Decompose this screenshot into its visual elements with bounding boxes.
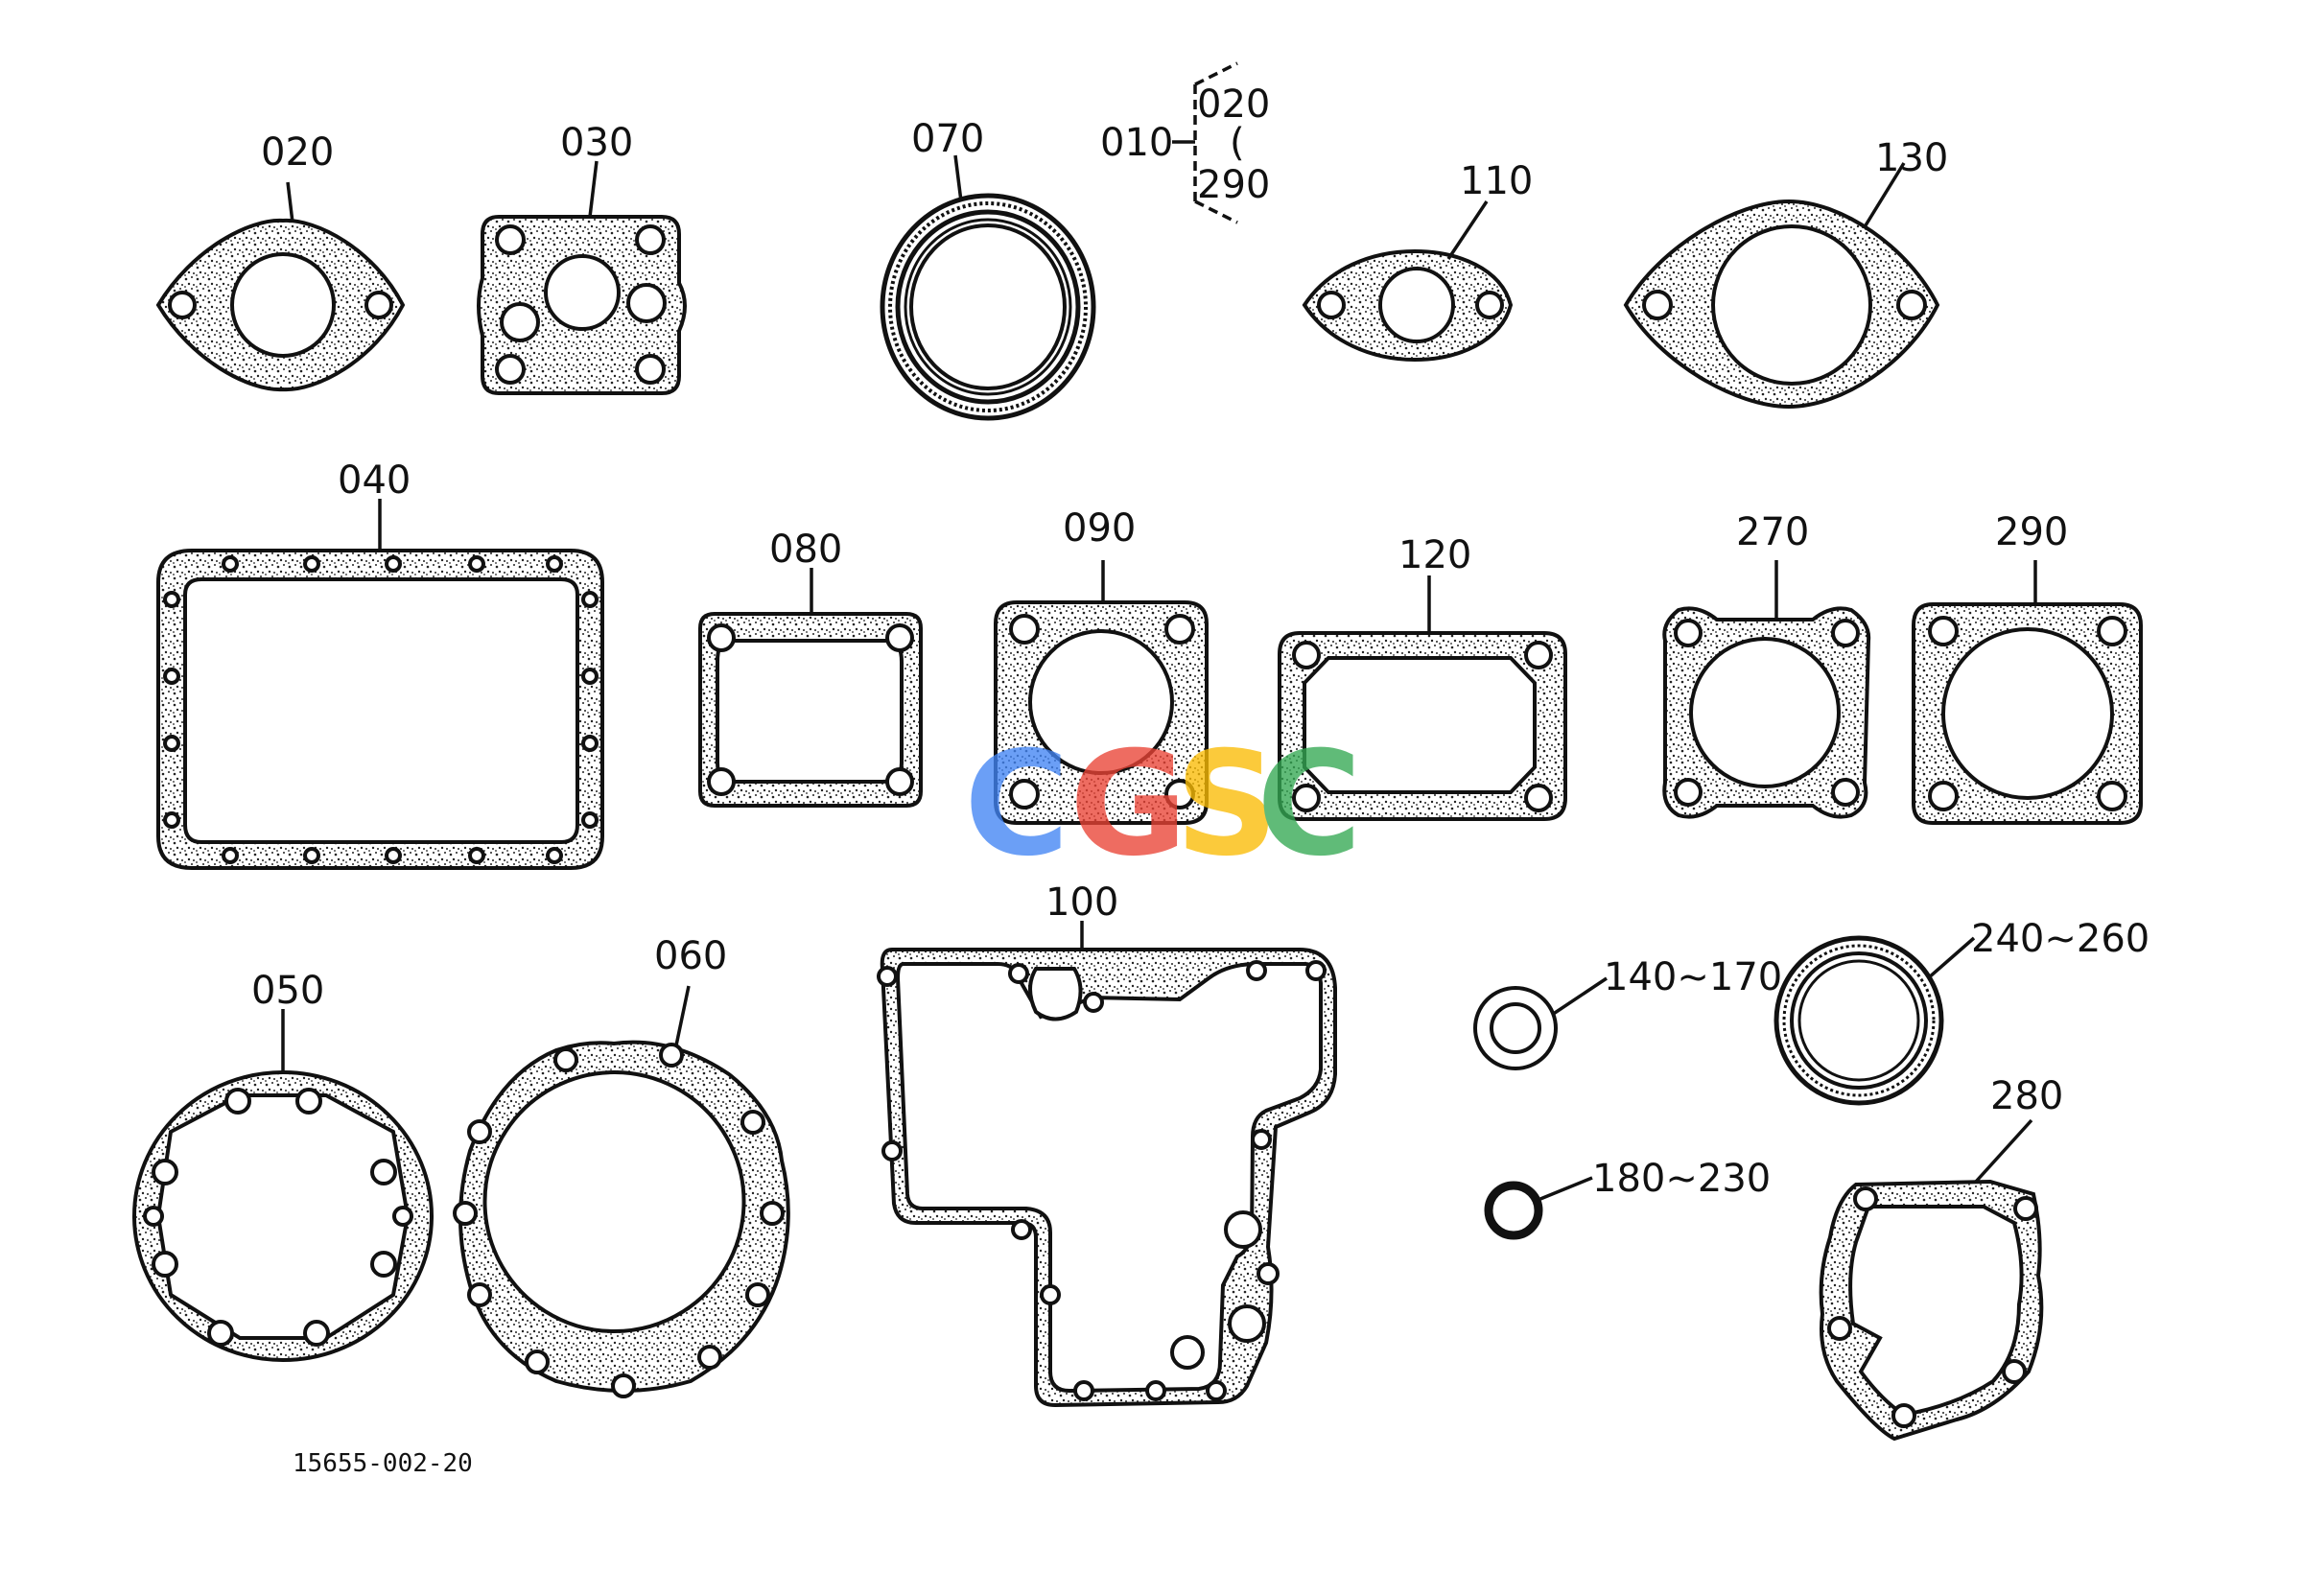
- gasket-040[interactable]: 040: [156, 458, 604, 870]
- label-110: 110: [1460, 159, 1533, 203]
- label-030: 030: [560, 121, 633, 165]
- gasket-280[interactable]: 280: [1819, 1074, 2064, 1442]
- gasket-020[interactable]: 020: [155, 130, 406, 392]
- gasket-050[interactable]: 050: [131, 969, 435, 1362]
- label-040: 040: [338, 458, 411, 503]
- label-020: 020: [261, 130, 334, 175]
- gasket-060[interactable]: 060: [453, 934, 790, 1398]
- label-280: 280: [1990, 1074, 2063, 1118]
- label-120: 120: [1398, 533, 1471, 577]
- label-180-230: 180~230: [1592, 1157, 1771, 1201]
- label-140-170: 140~170: [1604, 955, 1782, 999]
- washer-140-170[interactable]: 140~170: [1473, 955, 1782, 1070]
- gasket-270[interactable]: 270: [1662, 510, 1871, 819]
- label-010: 010: [1100, 121, 1173, 165]
- watermark-letter-g: G: [1069, 721, 1187, 888]
- label-270: 270: [1736, 510, 1809, 554]
- label-050: 050: [251, 969, 324, 1013]
- label-060: 060: [654, 934, 727, 978]
- label-240-260: 240~260: [1971, 917, 2149, 961]
- gasket-110[interactable]: 110: [1302, 159, 1533, 363]
- gasket-090[interactable]: 090: [994, 506, 1209, 825]
- gasket-030[interactable]: 030: [477, 121, 687, 395]
- watermark-letter-s: S: [1175, 721, 1279, 888]
- label-070: 070: [911, 117, 984, 161]
- gasket-130[interactable]: 130: [1623, 136, 1948, 410]
- kit-010-bracket: 010 020 ( 290: [1100, 61, 1270, 224]
- label-100: 100: [1045, 880, 1118, 925]
- label-080: 080: [769, 528, 842, 572]
- bracket-top-label: 020: [1197, 82, 1270, 127]
- drawing-number: 15655-002-20: [293, 1449, 473, 1478]
- gasket-100[interactable]: 100: [877, 880, 1337, 1408]
- label-130: 130: [1875, 136, 1948, 180]
- gasket-290[interactable]: 290: [1912, 510, 2143, 825]
- bracket-bottom-label: 290: [1197, 163, 1270, 207]
- gasket-120[interactable]: 120: [1278, 533, 1567, 821]
- watermark-letter-c1: C: [964, 721, 1069, 888]
- label-090: 090: [1063, 506, 1136, 551]
- seal-070[interactable]: 070: [880, 117, 1096, 421]
- bracket-mid-label: (: [1230, 121, 1245, 165]
- label-290: 290: [1995, 510, 2068, 554]
- watermark-letter-c2: C: [1257, 721, 1362, 888]
- cgsc-watermark: C G S C: [964, 721, 1362, 888]
- gasket-040-bolt-holes: [163, 555, 599, 864]
- gasket-080[interactable]: 080: [698, 528, 923, 808]
- o-ring-180-230[interactable]: 180~230: [1484, 1157, 1771, 1240]
- seal-240-260[interactable]: 240~260: [1773, 917, 2149, 1106]
